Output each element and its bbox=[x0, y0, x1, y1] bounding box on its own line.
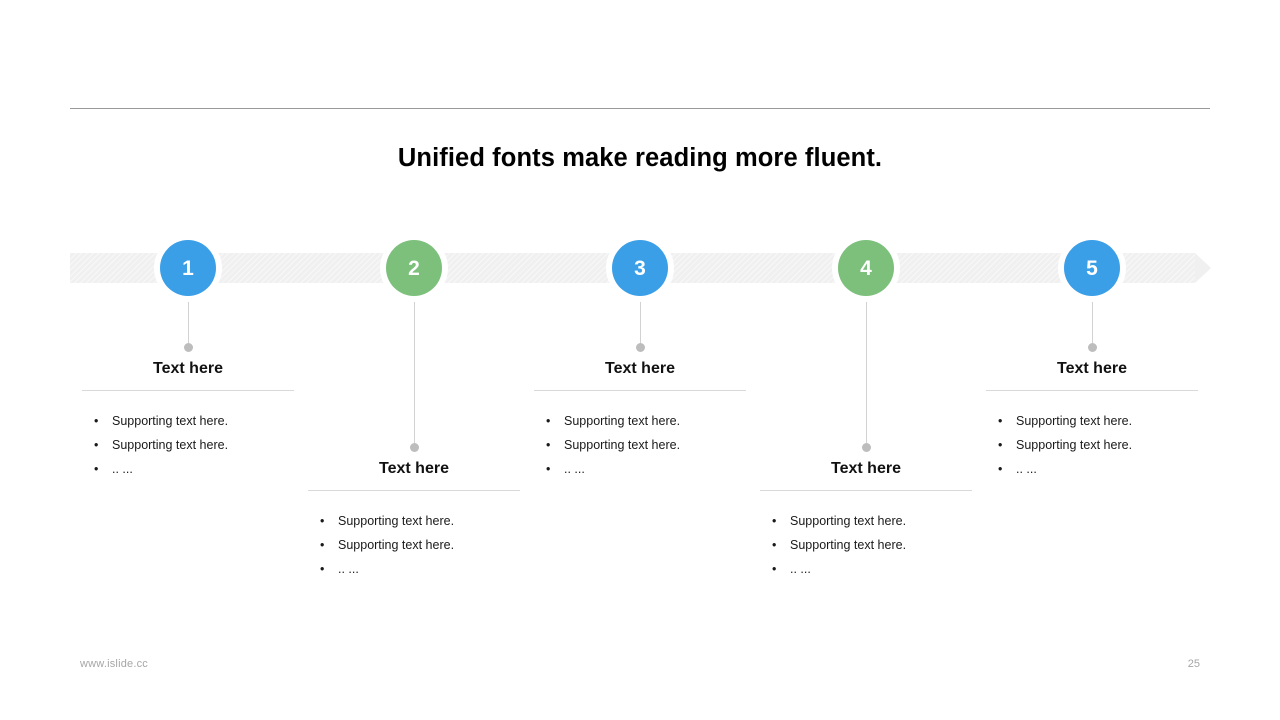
milestone-block-2: Text here • Supporting text here. • Supporti… bbox=[308, 459, 520, 581]
milestone-circle-3[interactable]: 3 bbox=[612, 240, 668, 296]
list-item: • .. ... bbox=[534, 457, 746, 481]
bullet-text: Supporting text here. bbox=[790, 514, 907, 528]
milestone-title-underline-5 bbox=[986, 390, 1198, 391]
bullet-icon: • bbox=[546, 462, 551, 476]
bullet-icon: • bbox=[94, 438, 99, 452]
timeline-arrow-icon bbox=[1195, 253, 1211, 283]
connector-line-5 bbox=[1091, 296, 1093, 347]
footer-page-number: 25 bbox=[1187, 658, 1200, 670]
list-item: • Supporting text here. bbox=[986, 433, 1198, 457]
milestone-title-underline-1 bbox=[82, 390, 294, 391]
bullet-icon: • bbox=[998, 438, 1003, 452]
bullet-text: Supporting text here. bbox=[338, 514, 455, 528]
bullet-text: Supporting text here. bbox=[112, 438, 229, 452]
milestone-title-2: Text here bbox=[379, 460, 449, 477]
bullet-icon: • bbox=[320, 562, 325, 576]
milestone-bullet-list-4: • Supporting text here. • Supporting text h… bbox=[760, 491, 972, 581]
list-item: • .. ... bbox=[986, 457, 1198, 481]
bullet-icon: • bbox=[320, 514, 325, 528]
milestone-bullet-list-5: • Supporting text here. • Supporting text h… bbox=[986, 391, 1198, 481]
bullet-icon: • bbox=[998, 462, 1003, 476]
bullet-text: .. ... bbox=[112, 462, 133, 476]
connector-dot-3 bbox=[635, 343, 645, 352]
bullet-icon: • bbox=[772, 562, 777, 576]
bullet-text: Supporting text here. bbox=[1016, 414, 1133, 428]
milestone-title-1: Text here bbox=[153, 360, 223, 377]
milestone-title-5: Text here bbox=[1057, 360, 1127, 377]
bullet-icon: • bbox=[772, 538, 777, 552]
list-item: • .. ... bbox=[760, 557, 972, 581]
bullet-icon: • bbox=[320, 538, 325, 552]
page-title: Unified fonts make reading more fluent. bbox=[397, 144, 883, 172]
list-item: • Supporting text here. bbox=[534, 409, 746, 433]
bullet-icon: • bbox=[998, 414, 1003, 428]
connector-dot-5 bbox=[1087, 343, 1097, 352]
bullet-text: .. ... bbox=[338, 562, 359, 576]
connector-dot-2 bbox=[409, 443, 419, 452]
list-item: • Supporting text here. bbox=[986, 409, 1198, 433]
milestone-title-underline-3 bbox=[534, 390, 746, 391]
milestone-circle-4[interactable]: 4 bbox=[838, 240, 894, 296]
milestone-title-4: Text here bbox=[831, 460, 901, 477]
connector-dot-4 bbox=[861, 443, 871, 452]
bullet-text: Supporting text here. bbox=[564, 414, 681, 428]
footer-brand: www.islide.cc bbox=[80, 658, 149, 670]
connector-line-3 bbox=[639, 296, 641, 347]
list-item: • Supporting text here. bbox=[82, 409, 294, 433]
list-item: • Supporting text here. bbox=[760, 509, 972, 533]
bullet-text: Supporting text here. bbox=[112, 414, 229, 428]
connector-dot-1 bbox=[183, 343, 193, 352]
connector-line-4 bbox=[865, 296, 867, 447]
bullet-text: .. ... bbox=[790, 562, 811, 576]
list-item: • .. ... bbox=[308, 557, 520, 581]
bullet-text: Supporting text here. bbox=[790, 538, 907, 552]
list-item: • Supporting text here. bbox=[308, 509, 520, 533]
list-item: • Supporting text here. bbox=[760, 533, 972, 557]
milestone-block-3: Text here • Supporting text here. • Supporti… bbox=[534, 359, 746, 481]
list-item: • .. ... bbox=[82, 457, 294, 481]
connector-line-2 bbox=[413, 296, 415, 447]
milestone-bullet-list-3: • Supporting text here. • Supporting text h… bbox=[534, 391, 746, 481]
bullet-text: Supporting text here. bbox=[338, 538, 455, 552]
list-item: • Supporting text here. bbox=[308, 533, 520, 557]
header-divider bbox=[70, 108, 1210, 109]
list-item: • Supporting text here. bbox=[534, 433, 746, 457]
milestone-bullet-list-2: • Supporting text here. • Supporting text h… bbox=[308, 491, 520, 581]
milestone-title-underline-4 bbox=[760, 490, 972, 491]
bullet-text: Supporting text here. bbox=[564, 438, 681, 452]
bullet-text: Supporting text here. bbox=[1016, 438, 1133, 452]
milestone-title-3: Text here bbox=[605, 360, 675, 377]
bullet-icon: • bbox=[94, 414, 99, 428]
bullet-icon: • bbox=[546, 438, 551, 452]
milestone-block-5: Text here • Supporting text here. • Supporti… bbox=[986, 359, 1198, 481]
milestone-block-1: Text here • Supporting text here. • Supporti… bbox=[82, 359, 294, 481]
bullet-icon: • bbox=[94, 462, 99, 476]
bullet-icon: • bbox=[772, 514, 777, 528]
milestone-circle-2[interactable]: 2 bbox=[386, 240, 442, 296]
milestone-bullet-list-1: • Supporting text here. • Supporting text h… bbox=[82, 391, 294, 481]
bullet-text: .. ... bbox=[1016, 462, 1037, 476]
connector-line-1 bbox=[187, 296, 189, 347]
milestone-block-4: Text here • Supporting text here. • Supporti… bbox=[760, 459, 972, 581]
list-item: • Supporting text here. bbox=[82, 433, 294, 457]
milestone-circle-1[interactable]: 1 bbox=[160, 240, 216, 296]
milestone-title-underline-2 bbox=[308, 490, 520, 491]
bullet-icon: • bbox=[546, 414, 551, 428]
bullet-text: .. ... bbox=[564, 462, 585, 476]
milestone-circle-5[interactable]: 5 bbox=[1064, 240, 1120, 296]
